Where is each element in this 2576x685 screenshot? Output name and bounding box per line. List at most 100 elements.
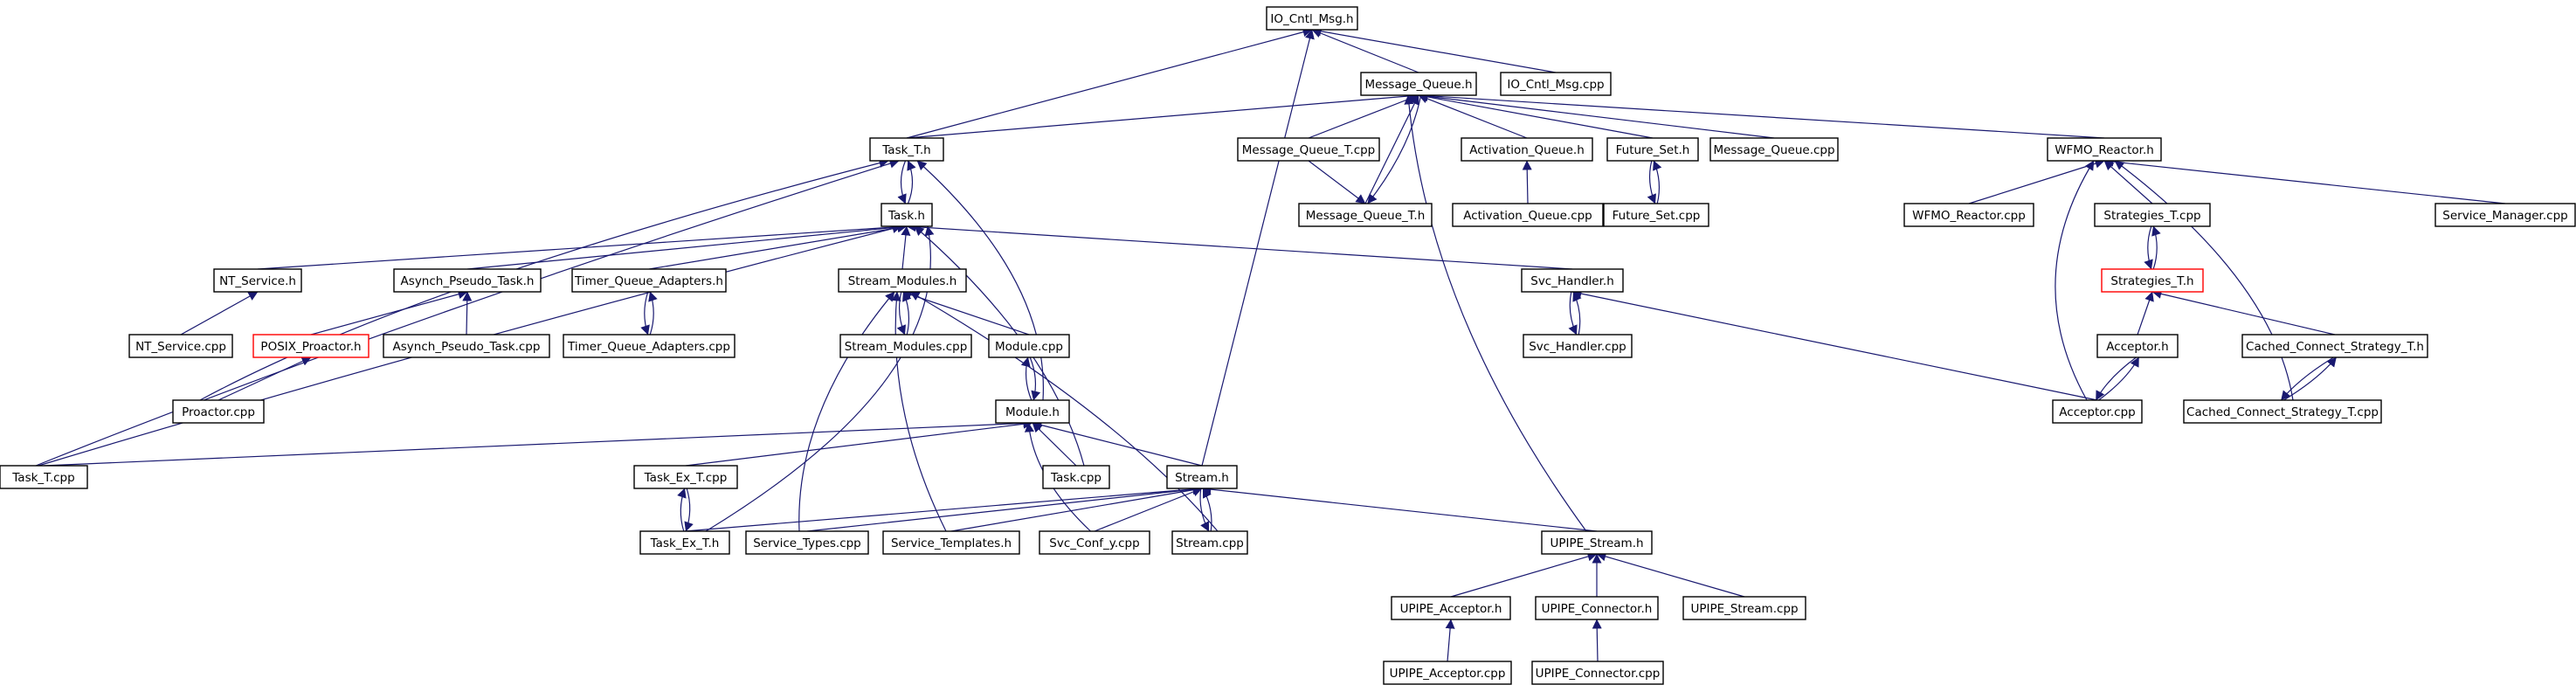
node-box[interactable] — [633, 465, 738, 489]
node-box[interactable] — [2047, 137, 2162, 162]
node-message_queue_cpp[interactable]: Message_Queue.cpp — [1709, 137, 1839, 162]
node-box[interactable] — [988, 334, 1070, 358]
node-box[interactable] — [1237, 137, 1380, 162]
node-box[interactable] — [383, 334, 550, 358]
node-upipe_acceptor_h[interactable]: UPIPE_Acceptor.h — [1391, 596, 1511, 620]
node-box[interactable] — [1166, 465, 1238, 489]
node-cached_connect_strategy_t_cpp[interactable]: Cached_Connect_Strategy_T.cpp — [2183, 399, 2382, 424]
node-message_queue_t_cpp[interactable]: Message_Queue_T.cpp — [1237, 137, 1380, 162]
node-message_queue_t_h[interactable]: Message_Queue_T.h — [1298, 203, 1433, 227]
node-box[interactable] — [1391, 596, 1511, 620]
node-box[interactable] — [838, 268, 967, 293]
node-task_ex_t_cpp[interactable]: Task_Ex_T.cpp — [633, 465, 738, 489]
node-box[interactable] — [1523, 334, 1633, 358]
node-service_manager_cpp[interactable]: Service_Manager.cpp — [2434, 203, 2576, 227]
node-box[interactable] — [2096, 334, 2179, 358]
node-wfmo_reactor_cpp[interactable]: WFMO_Reactor.cpp — [1903, 203, 2034, 227]
node-box[interactable] — [2434, 203, 2576, 227]
node-box[interactable] — [2094, 203, 2211, 227]
node-box[interactable] — [2101, 268, 2204, 293]
node-box[interactable] — [882, 530, 1020, 555]
node-service_templates_h[interactable]: Service_Templates.h — [882, 530, 1020, 555]
node-activation_queue_cpp[interactable]: Activation_Queue.cpp — [1452, 203, 1604, 227]
node-task_cpp[interactable]: Task.cpp — [1042, 465, 1110, 489]
node-service_types_cpp[interactable]: Service_Types.cpp — [745, 530, 869, 555]
node-strategies_t_cpp[interactable]: Strategies_T.cpp — [2094, 203, 2211, 227]
node-box[interactable] — [393, 268, 542, 293]
node-box[interactable] — [995, 399, 1070, 424]
node-box[interactable] — [1171, 530, 1248, 555]
node-future_set_h[interactable]: Future_Set.h — [1606, 137, 1699, 162]
node-asynch_pseudo_task_h[interactable]: Asynch_Pseudo_Task.h — [393, 268, 542, 293]
node-nt_service_h[interactable]: NT_Service.h — [213, 268, 302, 293]
node-future_set_cpp[interactable]: Future_Set.cpp — [1603, 203, 1709, 227]
node-box[interactable] — [1383, 661, 1512, 685]
node-box[interactable] — [1521, 268, 1624, 293]
node-acceptor_h[interactable]: Acceptor.h — [2096, 334, 2179, 358]
node-strategies_t_h[interactable]: Strategies_T.h — [2101, 268, 2204, 293]
node-box[interactable] — [1298, 203, 1433, 227]
node-box[interactable] — [1682, 596, 1806, 620]
node-acceptor_cpp[interactable]: Acceptor.cpp — [2052, 399, 2143, 424]
node-box[interactable] — [252, 334, 369, 358]
node-upipe_stream_h[interactable]: UPIPE_Stream.h — [1541, 530, 1653, 555]
node-box[interactable] — [1541, 530, 1653, 555]
node-box[interactable] — [2183, 399, 2382, 424]
node-stream_cpp[interactable]: Stream.cpp — [1171, 530, 1248, 555]
node-box[interactable] — [1042, 465, 1110, 489]
node-box[interactable] — [1500, 72, 1612, 96]
node-box[interactable] — [213, 268, 302, 293]
node-module_h[interactable]: Module.h — [995, 399, 1070, 424]
node-module_cpp[interactable]: Module.cpp — [988, 334, 1070, 358]
node-upipe_acceptor_cpp[interactable]: UPIPE_Acceptor.cpp — [1383, 661, 1512, 685]
node-box[interactable] — [1606, 137, 1699, 162]
node-box[interactable] — [172, 399, 265, 424]
node-box[interactable] — [1266, 6, 1358, 31]
node-box[interactable] — [1452, 203, 1604, 227]
node-io_cntl_msg_h[interactable]: IO_Cntl_Msg.h — [1266, 6, 1358, 31]
node-task_ex_t_h[interactable]: Task_Ex_T.h — [639, 530, 730, 555]
node-box[interactable] — [2052, 399, 2143, 424]
node-box[interactable] — [881, 203, 933, 227]
node-message_queue_h[interactable]: Message_Queue.h — [1360, 72, 1477, 96]
node-upipe_connector_h[interactable]: UPIPE_Connector.h — [1535, 596, 1659, 620]
node-timer_queue_adapters_h[interactable]: Timer_Queue_Adapters.h — [571, 268, 727, 293]
node-task_t_cpp[interactable]: Task_T.cpp — [0, 465, 88, 489]
node-svc_handler_cpp[interactable]: Svc_Handler.cpp — [1523, 334, 1633, 358]
node-proactor_cpp[interactable]: Proactor.cpp — [172, 399, 265, 424]
node-box[interactable] — [1603, 203, 1709, 227]
node-task_t_h[interactable]: Task_T.h — [869, 137, 944, 162]
node-box[interactable] — [1360, 72, 1477, 96]
node-box[interactable] — [1535, 596, 1659, 620]
node-box[interactable] — [0, 465, 88, 489]
node-timer_queue_adapters_cpp[interactable]: Timer_Queue_Adapters.cpp — [563, 334, 736, 358]
node-box[interactable] — [1461, 137, 1593, 162]
node-activation_queue_h[interactable]: Activation_Queue.h — [1461, 137, 1593, 162]
node-task_h[interactable]: Task.h — [881, 203, 933, 227]
node-box[interactable] — [128, 334, 233, 358]
node-box[interactable] — [1531, 661, 1664, 685]
node-nt_service_cpp[interactable]: NT_Service.cpp — [128, 334, 233, 358]
node-box[interactable] — [1903, 203, 2034, 227]
node-stream_h[interactable]: Stream.h — [1166, 465, 1238, 489]
node-io_cntl_msg_cpp[interactable]: IO_Cntl_Msg.cpp — [1500, 72, 1612, 96]
node-box[interactable] — [639, 530, 730, 555]
node-upipe_stream_cpp[interactable]: UPIPE_Stream.cpp — [1682, 596, 1806, 620]
node-stream_modules_cpp[interactable]: Stream_Modules.cpp — [839, 334, 972, 358]
node-cached_connect_strategy_t_h[interactable]: Cached_Connect_Strategy_T.h — [2241, 334, 2428, 358]
node-box[interactable] — [869, 137, 944, 162]
node-svc_conf_y_cpp[interactable]: Svc_Conf_y.cpp — [1039, 530, 1150, 555]
node-box[interactable] — [571, 268, 727, 293]
node-box[interactable] — [745, 530, 869, 555]
node-box[interactable] — [2241, 334, 2428, 358]
node-box[interactable] — [1709, 137, 1839, 162]
node-wfmo_reactor_h[interactable]: WFMO_Reactor.h — [2047, 137, 2162, 162]
node-asynch_pseudo_task_cpp[interactable]: Asynch_Pseudo_Task.cpp — [383, 334, 550, 358]
node-upipe_connector_cpp[interactable]: UPIPE_Connector.cpp — [1531, 661, 1664, 685]
node-stream_modules_h[interactable]: Stream_Modules.h — [838, 268, 967, 293]
node-box[interactable] — [563, 334, 736, 358]
node-svc_handler_h[interactable]: Svc_Handler.h — [1521, 268, 1624, 293]
node-box[interactable] — [839, 334, 972, 358]
node-box[interactable] — [1039, 530, 1150, 555]
node-posix_proactor_h[interactable]: POSIX_Proactor.h — [252, 334, 369, 358]
